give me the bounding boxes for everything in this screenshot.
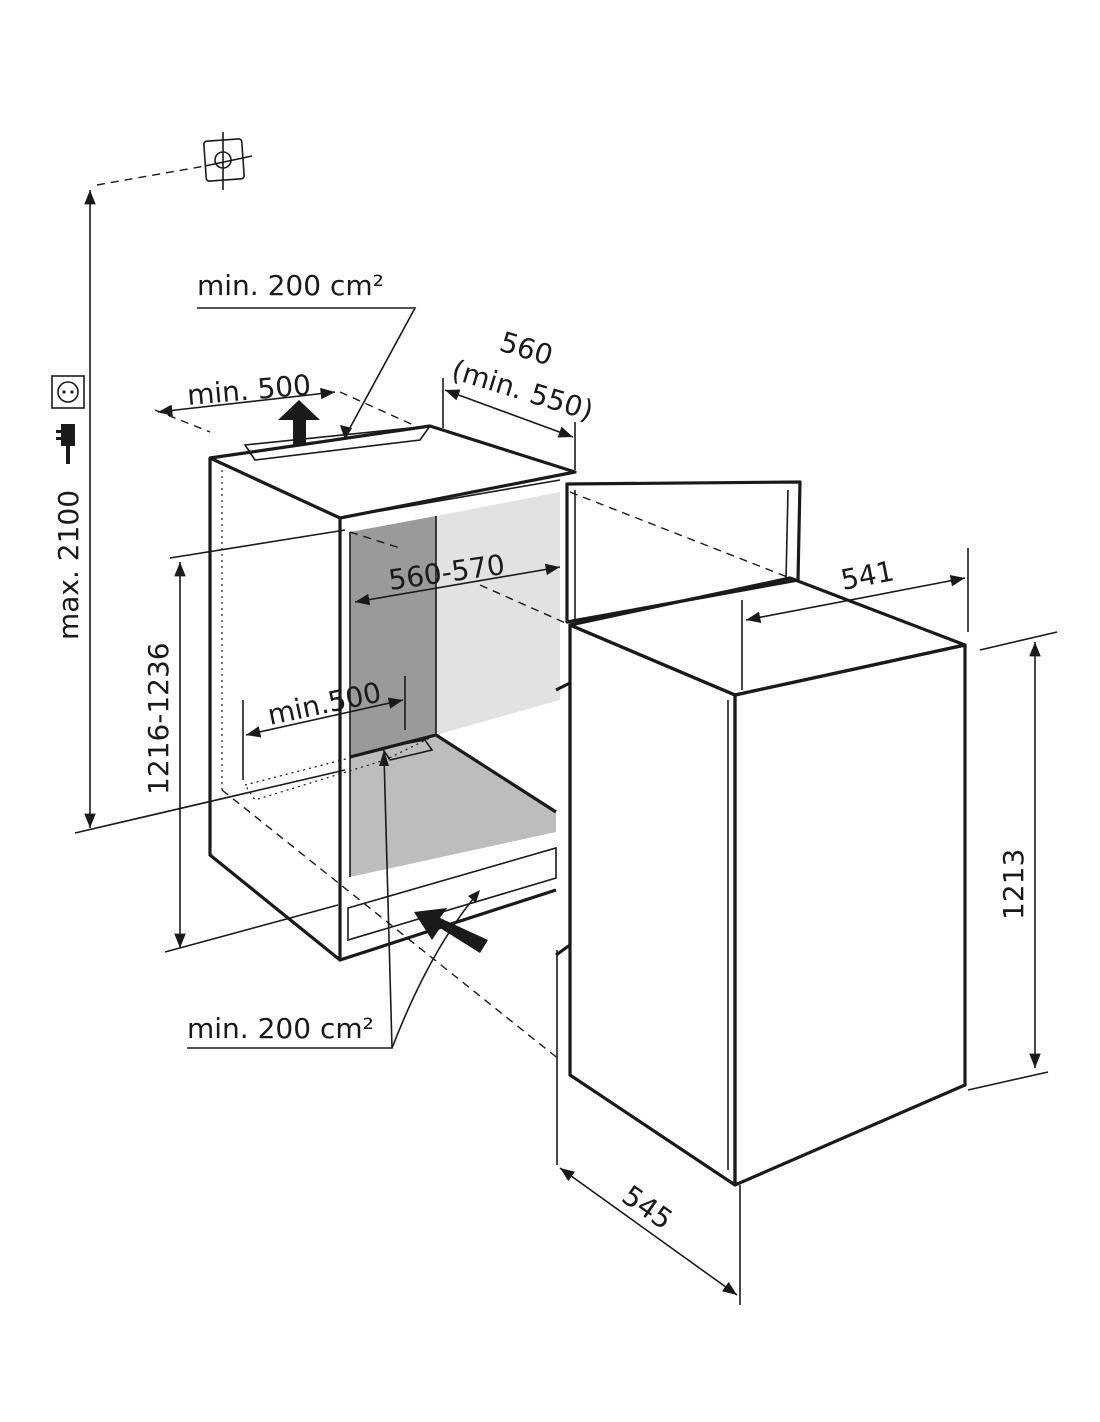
top-vent-width-dimension: min. 500: [157, 368, 336, 445]
airflow-in-arrow-icon: [414, 908, 488, 953]
appliance-width-label: 541: [838, 554, 897, 597]
top-vent-width-label: min. 500: [186, 368, 312, 412]
max-height-dimension: max. 2100: [52, 190, 346, 834]
bottom-vent-area-label: min. 200 cm²: [187, 1012, 374, 1045]
niche-depth-dimension: 560 (min. 550): [442, 325, 597, 470]
appliance-body: [555, 576, 967, 1187]
wall-outlet-mount-icon: [96, 132, 253, 190]
niche-height-dimension: 1216-1236: [142, 529, 346, 953]
top-vent-area-label: min. 200 cm²: [197, 269, 384, 302]
top-vent-area-callout: min. 200 cm²: [197, 269, 417, 440]
power-plug-icon: [56, 424, 75, 464]
appliance-height-label: 1213: [997, 849, 1030, 920]
niche-depth-label: 560: [496, 325, 557, 372]
niche-height-label: 1216-1236: [142, 642, 175, 795]
power-socket-icon: [51, 375, 85, 409]
cabinet-niche: [208, 424, 577, 1061]
max-height-label: max. 2100: [52, 490, 85, 640]
appliance-height-dimension: 1213: [967, 631, 1058, 1091]
airflow-out-arrow-icon: [278, 400, 320, 445]
bottom-vent-area-callout: min. 200 cm²: [187, 750, 488, 1049]
appliance-depth-label: 545: [616, 1179, 679, 1237]
